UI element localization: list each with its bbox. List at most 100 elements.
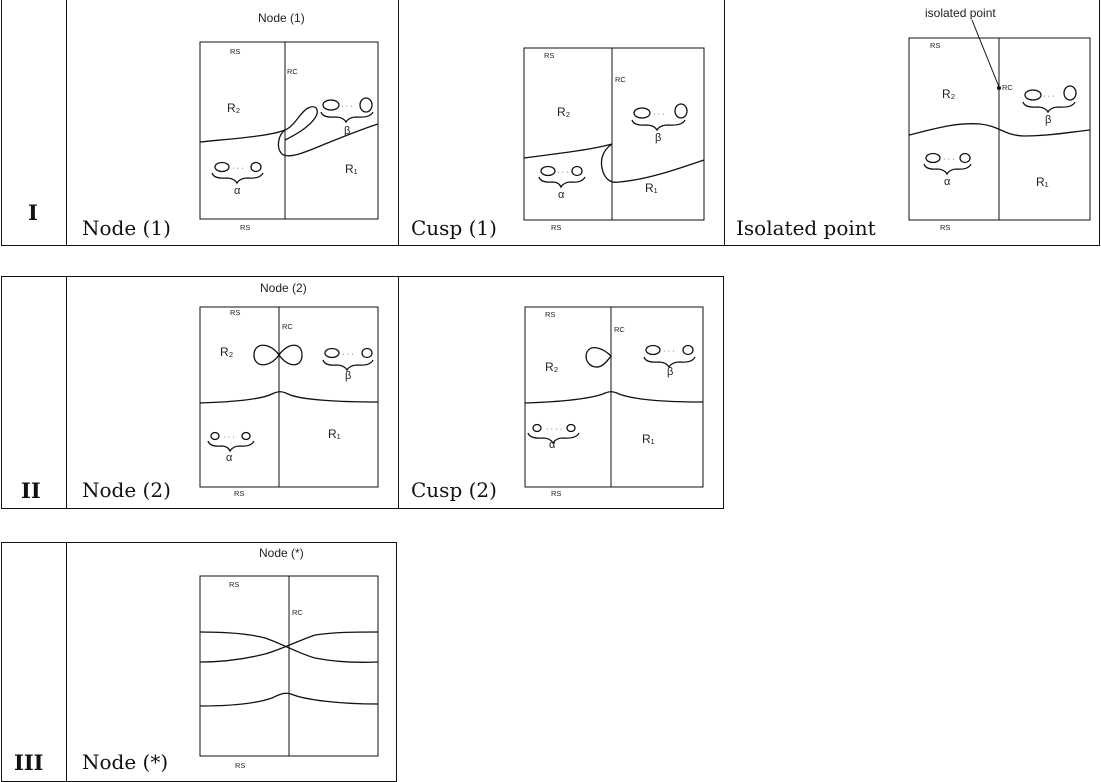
row-ii-table — [1, 276, 724, 509]
cusp-2-teardrop — [585, 346, 612, 368]
node-1-frame — [199, 41, 379, 220]
isolated-point-r2-label: R₂ — [942, 87, 956, 101]
cusp-2-curve — [524, 391, 704, 404]
isolated-point-rc-label: RC — [1002, 83, 1013, 92]
cusp-2-rs-bottom: RS — [551, 489, 561, 498]
isolated-point-diagram: isolated point RS RC RS R₂ R₁ · · · α · … — [908, 6, 1091, 232]
isolated-point-rs-bottom: RS — [940, 223, 950, 232]
row-i-divider-2 — [724, 0, 725, 245]
node-2-r2-label: R₂ — [220, 345, 234, 359]
node-2-title: Node (2) — [260, 281, 307, 295]
isolated-point-beta-label: β — [1045, 114, 1051, 126]
cusp-2-r2-label: R₂ — [545, 360, 559, 374]
row-label-i: I — [28, 200, 38, 225]
cusp-2-frame — [524, 306, 704, 488]
node-2-alpha-brace — [207, 440, 255, 453]
isolated-point-beta-oval-left — [1024, 89, 1042, 101]
node-1-rs-top: RS — [230, 47, 240, 56]
row-ii-divider-1 — [398, 277, 399, 508]
isolated-point-beta-oval-right — [1063, 85, 1077, 101]
node-1-alpha-brace — [211, 172, 264, 185]
cusp-1-alpha-label: α — [558, 189, 565, 201]
cusp-1-rc-label: RC — [615, 75, 626, 84]
node-star-crossing-curve — [199, 631, 379, 663]
isolated-point-r1-label: R₁ — [1036, 175, 1049, 189]
cusp-2-alpha-label: α — [549, 439, 556, 451]
node-2-alpha-label: α — [226, 452, 233, 464]
isolated-point-callout: isolated point — [925, 6, 996, 20]
node-star-diagram: Node (*) RS RC RS — [199, 546, 379, 770]
isolated-point-curve — [908, 123, 1091, 137]
node-1-alpha-oval-right — [250, 161, 262, 173]
node-1-beta-oval-right — [359, 97, 373, 113]
row-label-iii: III — [14, 750, 44, 775]
caption-node-1: Node (1) — [82, 216, 171, 240]
cusp-2-beta-oval-right — [682, 344, 694, 356]
node-2-rc-label: RC — [282, 322, 293, 331]
cusp-2-rs-top: RS — [545, 310, 555, 319]
cusp-2-r1-label: R₁ — [642, 432, 655, 446]
cusp-2-diagram: RS RC RS R₂ R₁ · · · · α · · · β — [524, 306, 704, 498]
cusp-1-r2-label: R₂ — [557, 105, 571, 119]
cusp-1-beta-brace — [631, 119, 686, 132]
node-2-alpha-dots: · · · — [223, 432, 235, 441]
cusp-1-rs-bottom: RS — [551, 223, 561, 232]
node-2-rs-top: RS — [230, 308, 240, 317]
row-label-ii: II — [21, 478, 41, 503]
isolated-point-callout-leader — [971, 19, 1000, 88]
node-1-r2-label: R₂ — [227, 101, 241, 115]
node-2-alpha-oval-right — [241, 431, 251, 441]
cusp-1-right-curve — [618, 159, 705, 183]
node-1-beta-brace — [320, 111, 374, 124]
cusp-1-alpha-oval-right — [571, 165, 583, 177]
row-iii-divider-label — [66, 543, 67, 781]
node-star-lower-curve — [199, 692, 379, 707]
node-1-right-curve — [277, 123, 379, 157]
node-1-rs-bottom: RS — [240, 223, 250, 232]
node-2-beta-label: β — [345, 370, 351, 382]
node-1-beta-label: β — [344, 125, 350, 137]
cusp-1-diagram: RS RC RS R₂ R₁ · · · α · · · β — [523, 47, 705, 232]
node-2-diagram: Node (2) RS RC RS R₂ R₁ · · · α · · · β — [199, 281, 379, 498]
row-i-divider-1 — [398, 0, 399, 245]
node-1-r1-label: R₁ — [345, 162, 358, 176]
cusp-1-r1-label: R₁ — [645, 181, 658, 195]
row-i-divider-label — [66, 0, 67, 245]
cusp-2-beta-label: β — [667, 366, 673, 378]
caption-cusp-1: Cusp (1) — [411, 216, 497, 240]
isolated-point-alpha-oval-right — [959, 152, 971, 164]
node-2-rs-bottom: RS — [234, 489, 244, 498]
cusp-1-beta-dots: · · · — [653, 109, 665, 118]
cusp-2-alpha-brace — [527, 432, 580, 445]
node-1-alpha-label: α — [234, 185, 241, 197]
node-star-title: Node (*) — [259, 546, 304, 560]
cusp-1-frame — [523, 47, 705, 221]
node-1-diagram: Node (1) RS RC RS R₂ R₁ · · · α · · · β — [199, 11, 379, 232]
node-star-rs-bottom: RS — [235, 761, 245, 770]
cusp-1-alpha-dots: · · · — [557, 167, 569, 176]
row-i-table — [1, 0, 1100, 246]
cusp-1-rs-top: RS — [544, 51, 554, 60]
cusp-2-alpha-oval-left — [532, 423, 542, 433]
cusp-2-rc-label: RC — [614, 325, 625, 334]
isolated-point-alpha-label: α — [944, 176, 951, 188]
cusp-2-beta-brace — [643, 356, 696, 369]
isolated-point-alpha-brace — [923, 163, 972, 176]
cusp-2-beta-oval-left — [645, 344, 661, 356]
node-1-alpha-dots: · · · — [232, 163, 244, 172]
node-2-alpha-oval-left — [210, 431, 220, 441]
caption-node-star: Node (*) — [82, 750, 169, 774]
node-2-beta-oval-left — [324, 347, 340, 359]
node-1-left-curve — [199, 106, 318, 143]
cusp-1-alpha-brace — [538, 176, 586, 189]
node-1-alpha-oval-left — [214, 161, 230, 173]
node-2-frame — [199, 306, 379, 488]
cusp-1-beta-oval-right — [674, 103, 688, 119]
cusp-2-alpha-dots: · · · · — [546, 424, 562, 433]
isolated-point-beta-brace — [1022, 101, 1076, 114]
node-1-beta-oval-left — [322, 99, 340, 111]
cusp-1-beta-label: β — [655, 132, 661, 144]
node-1-rc-label: RC — [287, 67, 298, 76]
cusp-2-alpha-oval-right — [566, 423, 576, 433]
cusp-1-alpha-oval-left — [540, 165, 556, 177]
